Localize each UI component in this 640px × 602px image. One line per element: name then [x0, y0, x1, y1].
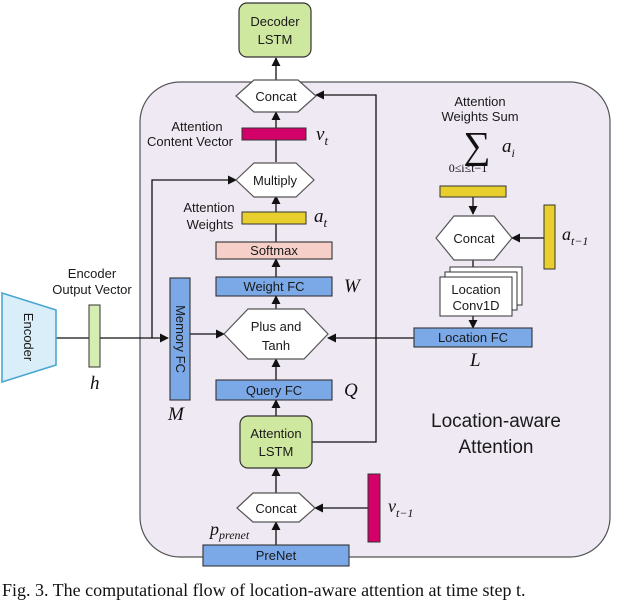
location-conv-label-1: Location [451, 282, 500, 297]
vt-symbol: vt [316, 124, 328, 148]
prenet-box [202, 544, 350, 567]
encoder-node [1, 291, 57, 384]
plus-tanh-label-1: Plus and [251, 319, 302, 334]
sum-sign: ∑ [463, 125, 490, 167]
query-fc-label: Query FC [246, 383, 302, 398]
concat-right-label: Concat [453, 231, 495, 246]
softmax-label: Softmax [250, 243, 298, 258]
plus-tanh-label-2: Tanh [262, 338, 290, 353]
encoder-output-bar [88, 304, 101, 368]
M-symbol: M [167, 404, 185, 425]
attention-lstm-label-1: Attention [250, 426, 301, 441]
location-conv-layer-1 [439, 276, 513, 317]
sum-range: 0≤i≤t−1 [449, 161, 488, 175]
attention-lstm-label-2: LSTM [259, 444, 294, 459]
weights-sum-label-1: Attention [454, 94, 505, 109]
multiply-node [235, 162, 315, 198]
location-conv-label-2: Conv1D [453, 298, 500, 313]
sum-term: ai [502, 136, 515, 160]
attention-weights-bar [241, 211, 307, 225]
content-vector-bar [241, 127, 307, 141]
concat-right-node [435, 215, 513, 261]
decoder-lstm-box [238, 2, 312, 58]
weights-sum-bar [439, 185, 507, 198]
figure-caption: Fig. 3. The computational flow of locati… [2, 580, 526, 600]
multiply-label: Multiply [253, 173, 298, 188]
encoder-output-label-1: Encoder [68, 266, 117, 281]
memory-fc-box [169, 277, 191, 401]
decoder-label-1: Decoder [250, 14, 300, 29]
attention-weights-label-1: Attention [183, 200, 234, 215]
plus-tanh-node [223, 308, 329, 360]
concat-bottom-node [236, 492, 316, 523]
region-title-line1: Location-aware [431, 411, 561, 432]
weight-fc-box [215, 276, 333, 297]
encoder-label: Encoder [21, 313, 36, 362]
concat-top-label: Concat [255, 89, 297, 104]
memory-fc-label: Memory FC [173, 305, 188, 373]
h-symbol: h [90, 373, 100, 394]
content-vector-label-1: Attention [171, 119, 222, 134]
concat-top-node [235, 79, 317, 113]
vprev-symbol: vt−1 [388, 496, 413, 520]
Q-symbol: Q [344, 380, 358, 401]
at-symbol: at [314, 206, 328, 230]
edge-attlstm-concat-top [312, 90, 377, 443]
query-fc-box [215, 379, 333, 401]
weights-sum-label-2: Weights Sum [441, 109, 518, 124]
p-prenet-symbol: pprenet [208, 519, 250, 542]
weight-fc-label: Weight FC [243, 279, 304, 294]
edge-encoder-multiply [151, 175, 237, 338]
attention-lstm-box [239, 415, 313, 469]
W-symbol: W [344, 276, 362, 297]
concat-bottom-label: Concat [255, 501, 297, 516]
decoder-label-2: LSTM [258, 32, 293, 47]
aprev-bar [543, 204, 556, 270]
region-title-line2: Attention [459, 437, 534, 458]
prenet-label: PreNet [256, 548, 297, 563]
vprev-bar [367, 473, 381, 543]
encoder-output-label-2: Output Vector [52, 282, 132, 297]
content-vector-label-2: Content Vector [147, 134, 234, 149]
softmax-box [215, 241, 333, 260]
location-fc-box [413, 327, 533, 348]
aprev-symbol: at−1 [562, 224, 588, 248]
attention-weights-label-2: Weights [187, 217, 234, 232]
L-symbol: L [469, 350, 481, 371]
location-fc-label: Location FC [438, 330, 508, 345]
